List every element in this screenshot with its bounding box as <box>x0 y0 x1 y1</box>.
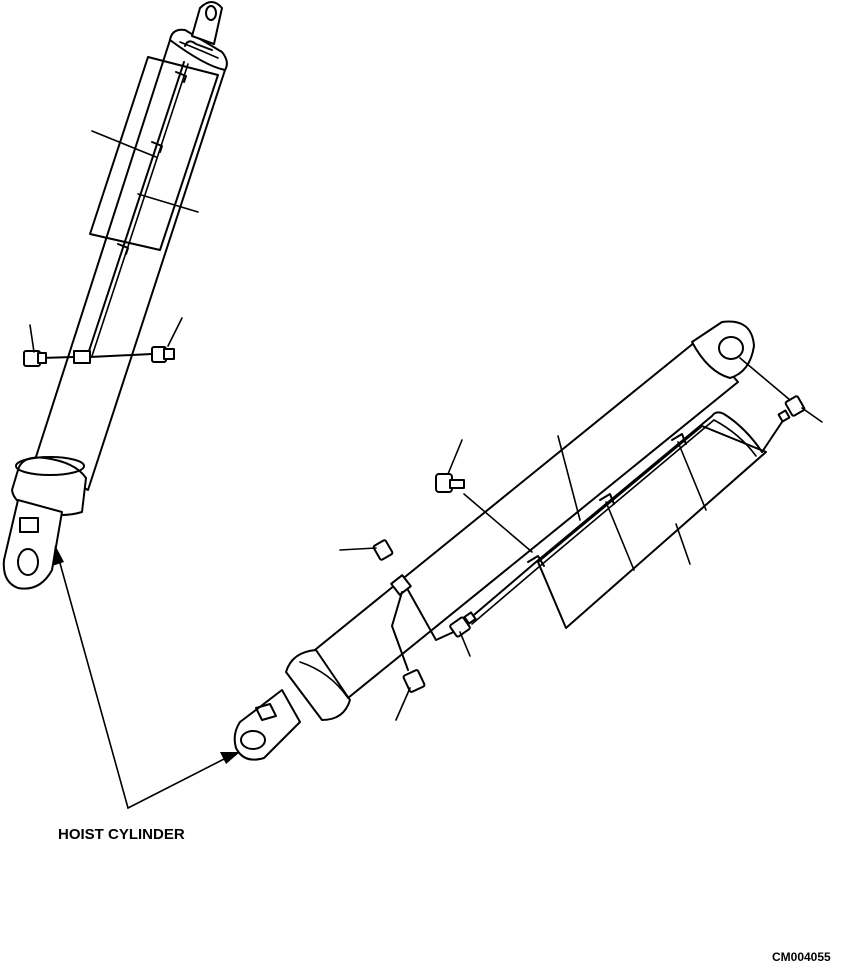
left-cylinder-top-eye-hole <box>205 5 217 21</box>
leader-line <box>459 631 471 657</box>
left-cylinder-pipe <box>87 40 213 355</box>
leader-line <box>339 547 377 551</box>
leader-line <box>91 130 157 158</box>
hoist-cylinder-callout <box>52 545 240 809</box>
right-cylinder-fitting-mid <box>449 611 477 638</box>
right-cylinder-junction-block <box>390 574 412 596</box>
leader-line <box>447 439 463 475</box>
right-cylinder <box>233 320 823 761</box>
hoist-cylinder-label: HOIST CYLINDER <box>58 826 185 843</box>
right-cylinder-cover-divider <box>605 501 635 571</box>
leader-line <box>801 407 823 423</box>
right-cylinder-fitting-line <box>407 589 459 641</box>
left-cylinder-grease-block <box>19 517 39 533</box>
left-cylinder <box>2 1 228 590</box>
right-cylinder-top-eye-hole <box>718 336 744 360</box>
leader-line <box>463 493 533 553</box>
arrowhead-icon <box>52 545 64 566</box>
leader-line <box>167 317 183 347</box>
leader-line <box>395 687 411 721</box>
left-cylinder-fitting-left <box>23 350 75 367</box>
leader-line <box>29 324 35 353</box>
right-cylinder-collar-edge <box>299 661 349 699</box>
bolt-icon <box>435 473 465 493</box>
left-cylinder-junction-block <box>73 350 91 364</box>
arrowhead-icon <box>220 752 240 764</box>
left-cylinder-top-eye <box>191 1 223 45</box>
leader-line <box>675 523 691 565</box>
left-cylinder-hose-cover <box>89 56 219 251</box>
right-cylinder-clamp <box>527 555 545 567</box>
drawing-code-label: CM004055 <box>772 950 831 964</box>
left-cylinder-collar-edge <box>15 456 85 476</box>
right-cylinder-rod-end-hole <box>240 730 266 750</box>
callout-line <box>57 555 129 809</box>
left-cylinder-clamp <box>175 71 187 83</box>
right-cylinder-pipe-tail <box>761 421 783 453</box>
right-cylinder-tube <box>299 337 739 699</box>
right-cylinder-fitting-upper <box>372 539 394 561</box>
left-cylinder-pipe-outer <box>91 63 189 357</box>
left-cylinder-cap-band <box>179 41 219 59</box>
right-cylinder-pipe <box>467 411 763 621</box>
callout-line <box>127 755 231 809</box>
right-cylinder-fitting-line <box>391 591 409 671</box>
right-cylinder-cover-divider <box>677 441 707 511</box>
leader-line <box>739 357 791 401</box>
leader-line <box>137 193 199 213</box>
leader-line <box>557 435 581 521</box>
left-cylinder-rod-end <box>2 499 63 590</box>
right-cylinder-grease-block <box>255 703 277 721</box>
right-cylinder-hose-cover <box>537 425 767 629</box>
right-cylinder-rod-collar <box>285 649 351 721</box>
left-cylinder-rod-end-hole <box>17 548 39 576</box>
left-cylinder-fitting-right <box>89 346 175 363</box>
right-cylinder-fitting-end <box>777 395 806 423</box>
right-cylinder-rod-end <box>233 689 301 761</box>
left-cylinder-clamp <box>151 141 163 153</box>
right-cylinder-pipe-outer <box>471 419 757 625</box>
right-cylinder-fitting-lower <box>402 669 426 693</box>
left-cylinder-clamp <box>117 243 129 255</box>
left-cylinder-tube <box>34 39 226 491</box>
